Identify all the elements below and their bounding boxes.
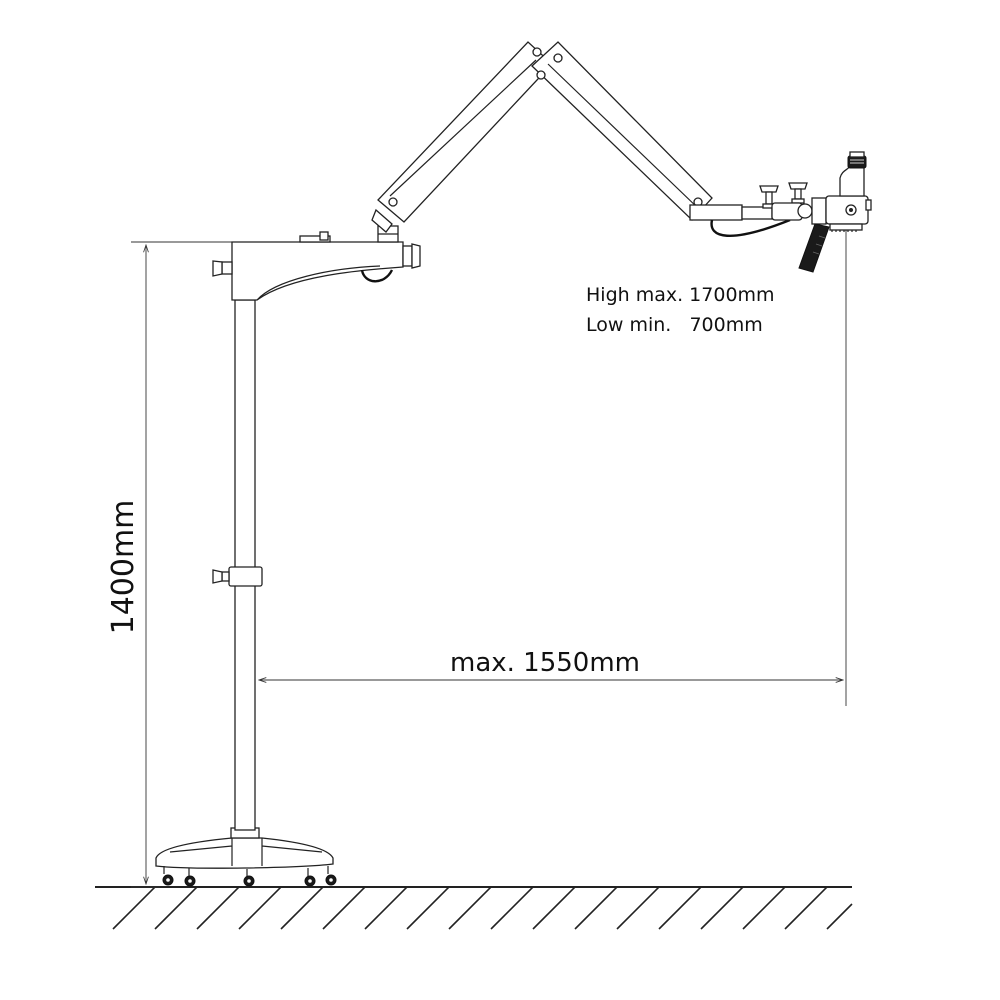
column-lock-knob-icon xyxy=(212,569,230,584)
height-range-notes: High max. 1700mm Low min. 700mm xyxy=(586,284,775,336)
reach-dimension: max. 1550mm xyxy=(259,222,847,706)
microscope-head xyxy=(798,151,872,273)
stand-base xyxy=(155,827,337,887)
height-dimension: 1400mm xyxy=(106,241,232,888)
column-clamp-collar xyxy=(228,566,263,587)
stand-column xyxy=(212,299,263,831)
caster-wheels xyxy=(162,866,337,887)
microscope-carrier-arm xyxy=(689,182,827,238)
height-label: 1400mm xyxy=(106,500,141,635)
low-min-label: Low min. 700mm xyxy=(586,314,763,336)
floor-hatching xyxy=(112,886,853,930)
adjustment-knob-icon xyxy=(788,182,808,204)
upper-arm xyxy=(531,41,713,221)
arm-head-housing xyxy=(212,225,421,301)
high-max-label: High max. 1700mm xyxy=(586,284,775,306)
adjustment-knob-icon xyxy=(759,185,779,209)
handle-icon xyxy=(798,223,830,273)
eyepiece-icon xyxy=(847,151,867,169)
floor xyxy=(95,886,853,930)
reach-label: max. 1550mm xyxy=(450,648,640,678)
lower-arm xyxy=(371,41,553,233)
